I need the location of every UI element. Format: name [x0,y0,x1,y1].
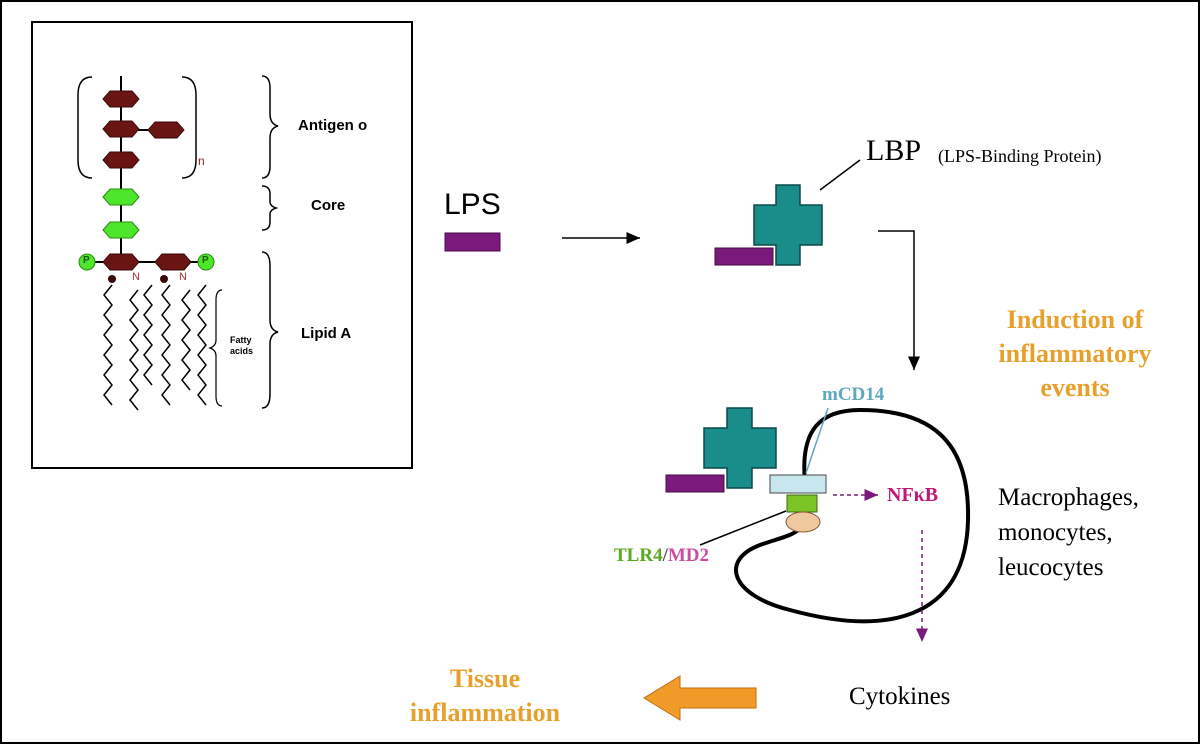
lbp-leader [819,159,861,191]
antigen-sugars [102,90,185,169]
fatty-acid-chain [103,284,113,406]
fatty-acid-chain [181,289,191,391]
tissue-inflammation-label: Tissue inflammation [390,662,580,730]
lipid-a-label: Lipid A [301,325,352,342]
slash: / [662,545,668,566]
induction-line: inflammatory [998,339,1152,368]
phosphate-label-right: P [202,255,209,266]
cytokines-label: Cytokines [849,683,951,710]
antigen-sugar [102,151,140,169]
cell-type-line: monocytes, [998,519,1113,546]
tissue-line: inflammation [409,698,561,727]
antigen-sugar [147,121,185,139]
fatty-acid-chain [129,289,139,411]
lps-structure-box [31,21,413,469]
induction-line: events [1040,373,1110,402]
lipid-sugar [154,253,192,271]
core-sugars [102,188,140,239]
antigen-brace [261,75,279,179]
cell-type-line: Macrophages, [998,484,1139,511]
core-sugar [102,188,140,206]
mcd14-receptor [769,474,827,494]
tlr4-label: TLR4 [614,545,663,566]
cell-types-label: Macrophages, monocytes, leucocytes [998,480,1139,585]
tissue-inflammation-arrow [643,675,757,721]
phosphate-right [197,253,215,271]
lipid-a-brace [261,251,279,409]
lbp-bound-lps [714,247,774,266]
lbp-abbrev: LBP [866,134,922,167]
n-label-right: N [179,271,187,283]
tlr4-leader [699,510,787,546]
fatty-acid-chain [143,284,153,386]
cell-type-line: leucocytes [998,554,1104,581]
core-sugar [102,221,140,239]
tissue-line: Tissue [449,664,521,693]
subscript-n: n [198,154,205,168]
repeat-bracket-left [77,76,93,179]
lbp-to-cell-arrow [878,230,920,370]
lps-bar [444,232,501,252]
fatty-acid-chain [197,284,207,406]
fatty-acid-chains [103,284,207,411]
lps-label: LPS [444,188,501,221]
lbp-full-name: (LPS-Binding Protein) [938,146,1102,166]
tlr4-receptor [786,494,818,513]
tlr4-md2-label: TLR4/MD2 [614,545,709,567]
lbp-cross [753,184,823,266]
fatty-acid-chain [161,284,171,406]
lipid-a-sugars [102,253,192,271]
cell-membrane [734,407,971,624]
repeat-bracket-right [181,76,197,179]
phosphate-left [78,253,96,271]
induction-label: Induction of inflammatory events [985,303,1165,405]
n-label-left: N [132,271,140,283]
core-brace [261,185,279,231]
fatty-acids-bracket [208,289,223,407]
lipid-sugar [102,253,140,271]
induction-line: Induction of [1006,305,1144,334]
antigen-sugar [102,90,140,108]
lbp-cross-bound [703,407,777,489]
antigen-label: Antigen o [298,117,368,134]
linkage-dot [160,275,168,283]
linkage-dot [108,275,116,283]
md2-receptor [785,511,821,533]
antigen-sugar [102,120,140,138]
phosphate-label-left: P [83,255,90,266]
receptor-complex [665,407,827,533]
md2-label: MD2 [667,545,710,566]
nfkb-label: NFκB [887,484,939,506]
bound-lps [665,474,725,493]
core-label: Core [311,197,346,214]
lbp-complex [714,184,823,266]
mcd14-label: mCD14 [822,384,885,405]
fatty-acids-label: Fatty acids [230,335,254,356]
mcd14-leader [805,407,829,474]
